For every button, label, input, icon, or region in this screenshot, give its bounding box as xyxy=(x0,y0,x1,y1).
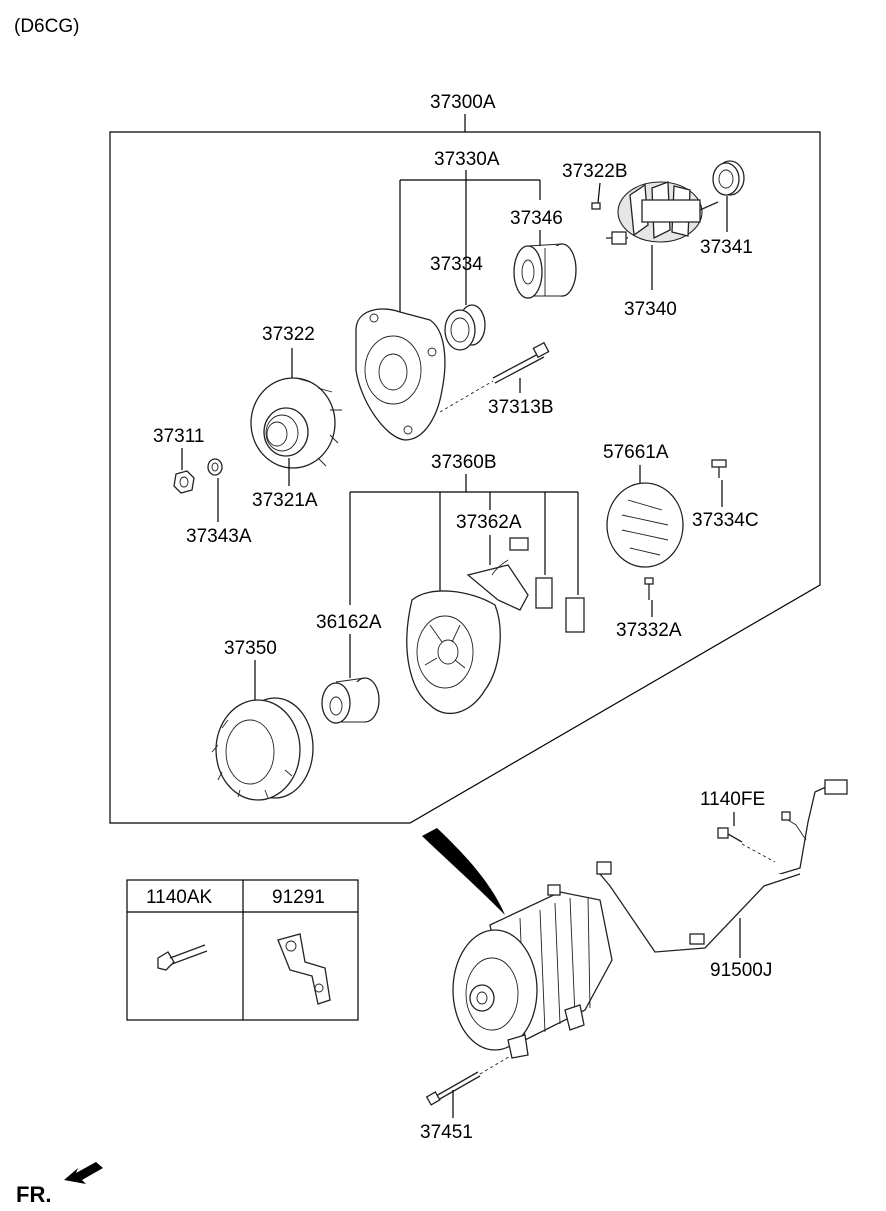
front-direction-label: FR. xyxy=(16,1182,51,1207)
part-label-37322: 37322 xyxy=(262,324,315,345)
rotor-part xyxy=(606,181,719,245)
small-screw-part xyxy=(644,577,654,600)
part-label-37330A: 37330A xyxy=(434,149,500,170)
part-label-36162A: 36162A xyxy=(316,612,382,633)
stator-part xyxy=(211,697,314,801)
part-label-37362A: 37362A xyxy=(456,512,522,533)
part-label-37334: 37334 xyxy=(430,254,483,275)
rear-bearing-part xyxy=(712,160,745,196)
through-bolt-part xyxy=(439,341,550,413)
part-label-37311: 37311 xyxy=(153,426,204,447)
bracket-part xyxy=(277,933,331,1005)
cover-screw-part xyxy=(711,459,727,478)
rear-housing-part xyxy=(406,590,501,714)
part-label-37340: 37340 xyxy=(624,299,677,320)
front-housing-part xyxy=(355,308,446,441)
washer-part xyxy=(207,458,223,476)
part-label-37300A: 37300A xyxy=(430,92,496,113)
pulley-part xyxy=(263,407,309,457)
part-label-37451: 37451 xyxy=(420,1122,473,1143)
part-label-91500J: 91500J xyxy=(710,960,772,981)
small-parts-table: 1140AK 91291 xyxy=(126,879,359,1021)
mount-bolt-part xyxy=(425,1054,513,1106)
part-label-57661A: 57661A xyxy=(603,442,669,463)
part-label-1140FE: 1140FE xyxy=(700,789,765,810)
assembly-outline xyxy=(109,131,821,824)
part-label-37350: 37350 xyxy=(224,638,277,659)
assembly-arrow xyxy=(422,828,505,915)
bearing-part xyxy=(444,304,486,351)
regulator-part xyxy=(466,537,585,633)
engine-code-label: (D6CG) xyxy=(14,16,79,37)
bushing-part xyxy=(321,677,380,724)
part-label-37332A: 37332A xyxy=(616,620,682,641)
alternator-assembly-part xyxy=(452,884,613,1059)
part-label-37334C: 37334C xyxy=(692,510,759,531)
nut-part xyxy=(173,470,195,494)
part-label-37322B: 37322B xyxy=(562,161,628,182)
flange-bolt-part xyxy=(157,944,208,971)
spacer-part xyxy=(513,243,577,299)
part-label-37360B: 37360B xyxy=(431,452,497,473)
part-label-37346: 37346 xyxy=(510,208,563,229)
part-label-37313B: 37313B xyxy=(488,397,554,418)
front-direction-arrow-icon xyxy=(64,1162,103,1184)
part-label-37321A: 37321A xyxy=(252,490,318,511)
table-header-1140AK: 1140AK xyxy=(146,887,213,908)
table-header-91291: 91291 xyxy=(272,887,325,908)
part-label-37341: 37341 xyxy=(700,237,753,258)
wiring-harness-part xyxy=(596,779,848,953)
key-part xyxy=(591,202,601,210)
rear-cover-part xyxy=(606,482,684,568)
part-label-37343A: 37343A xyxy=(186,526,252,547)
harness-bolt-part xyxy=(717,827,776,863)
